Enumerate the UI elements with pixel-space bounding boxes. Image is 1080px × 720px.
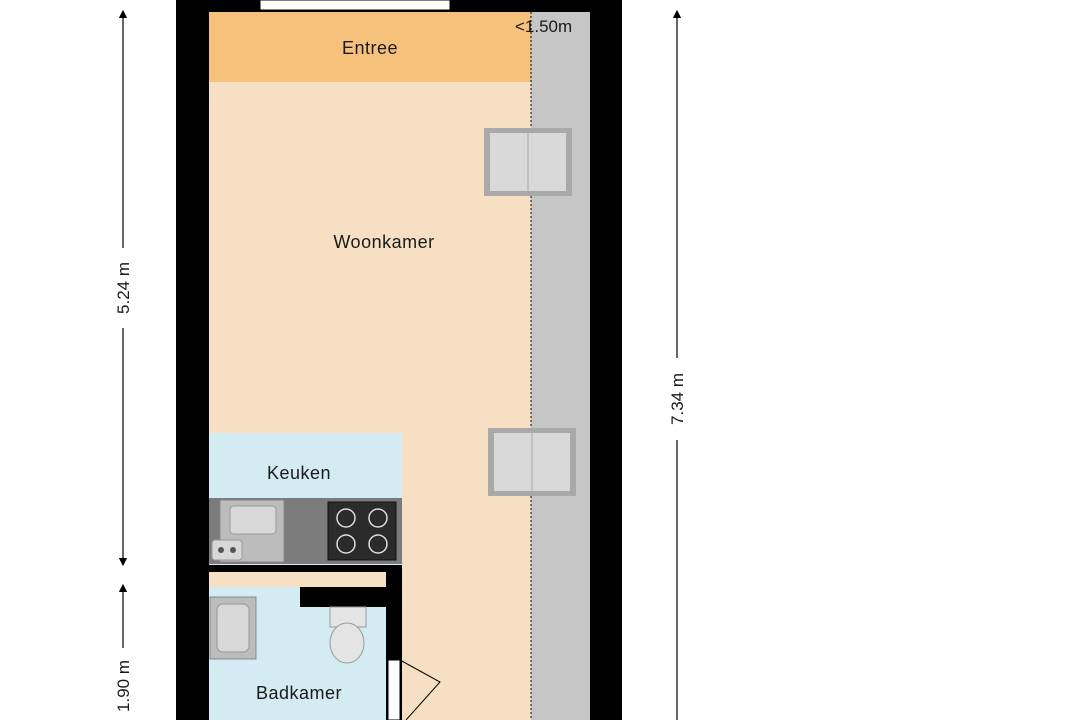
dimension-upper-left: 5.24 m [114, 9, 133, 567]
top-window [259, 0, 451, 11]
entree-area [209, 12, 531, 82]
bathroom-washbasin [209, 596, 257, 660]
room-label-keuken: Keuken [267, 463, 331, 483]
skylight-lower [488, 428, 576, 496]
dimension-lower-left: 1.90 m [114, 583, 133, 712]
kitchen-sink [211, 499, 285, 563]
kitchen-cooktop [327, 501, 397, 561]
room-label-badkamer: Badkamer [256, 683, 342, 703]
dimension-right: 7.34 m [668, 9, 687, 720]
toilet [329, 606, 367, 664]
kitchen-wall [209, 565, 402, 572]
low-ceiling-label: <1.50m [515, 17, 572, 36]
room-label-entree: Entree [342, 38, 398, 58]
low-ceiling-zone [531, 12, 590, 720]
bathroom-partition [300, 587, 386, 607]
room-label-woonkamer: Woonkamer [333, 232, 434, 252]
bathroom-door [387, 659, 441, 720]
dimension-label-lower-left: 1.90 m [114, 660, 133, 712]
dimension-label-right: 7.34 m [668, 373, 687, 425]
skylight-upper [484, 128, 572, 196]
dimension-label-upper-left: 5.24 m [114, 262, 133, 314]
